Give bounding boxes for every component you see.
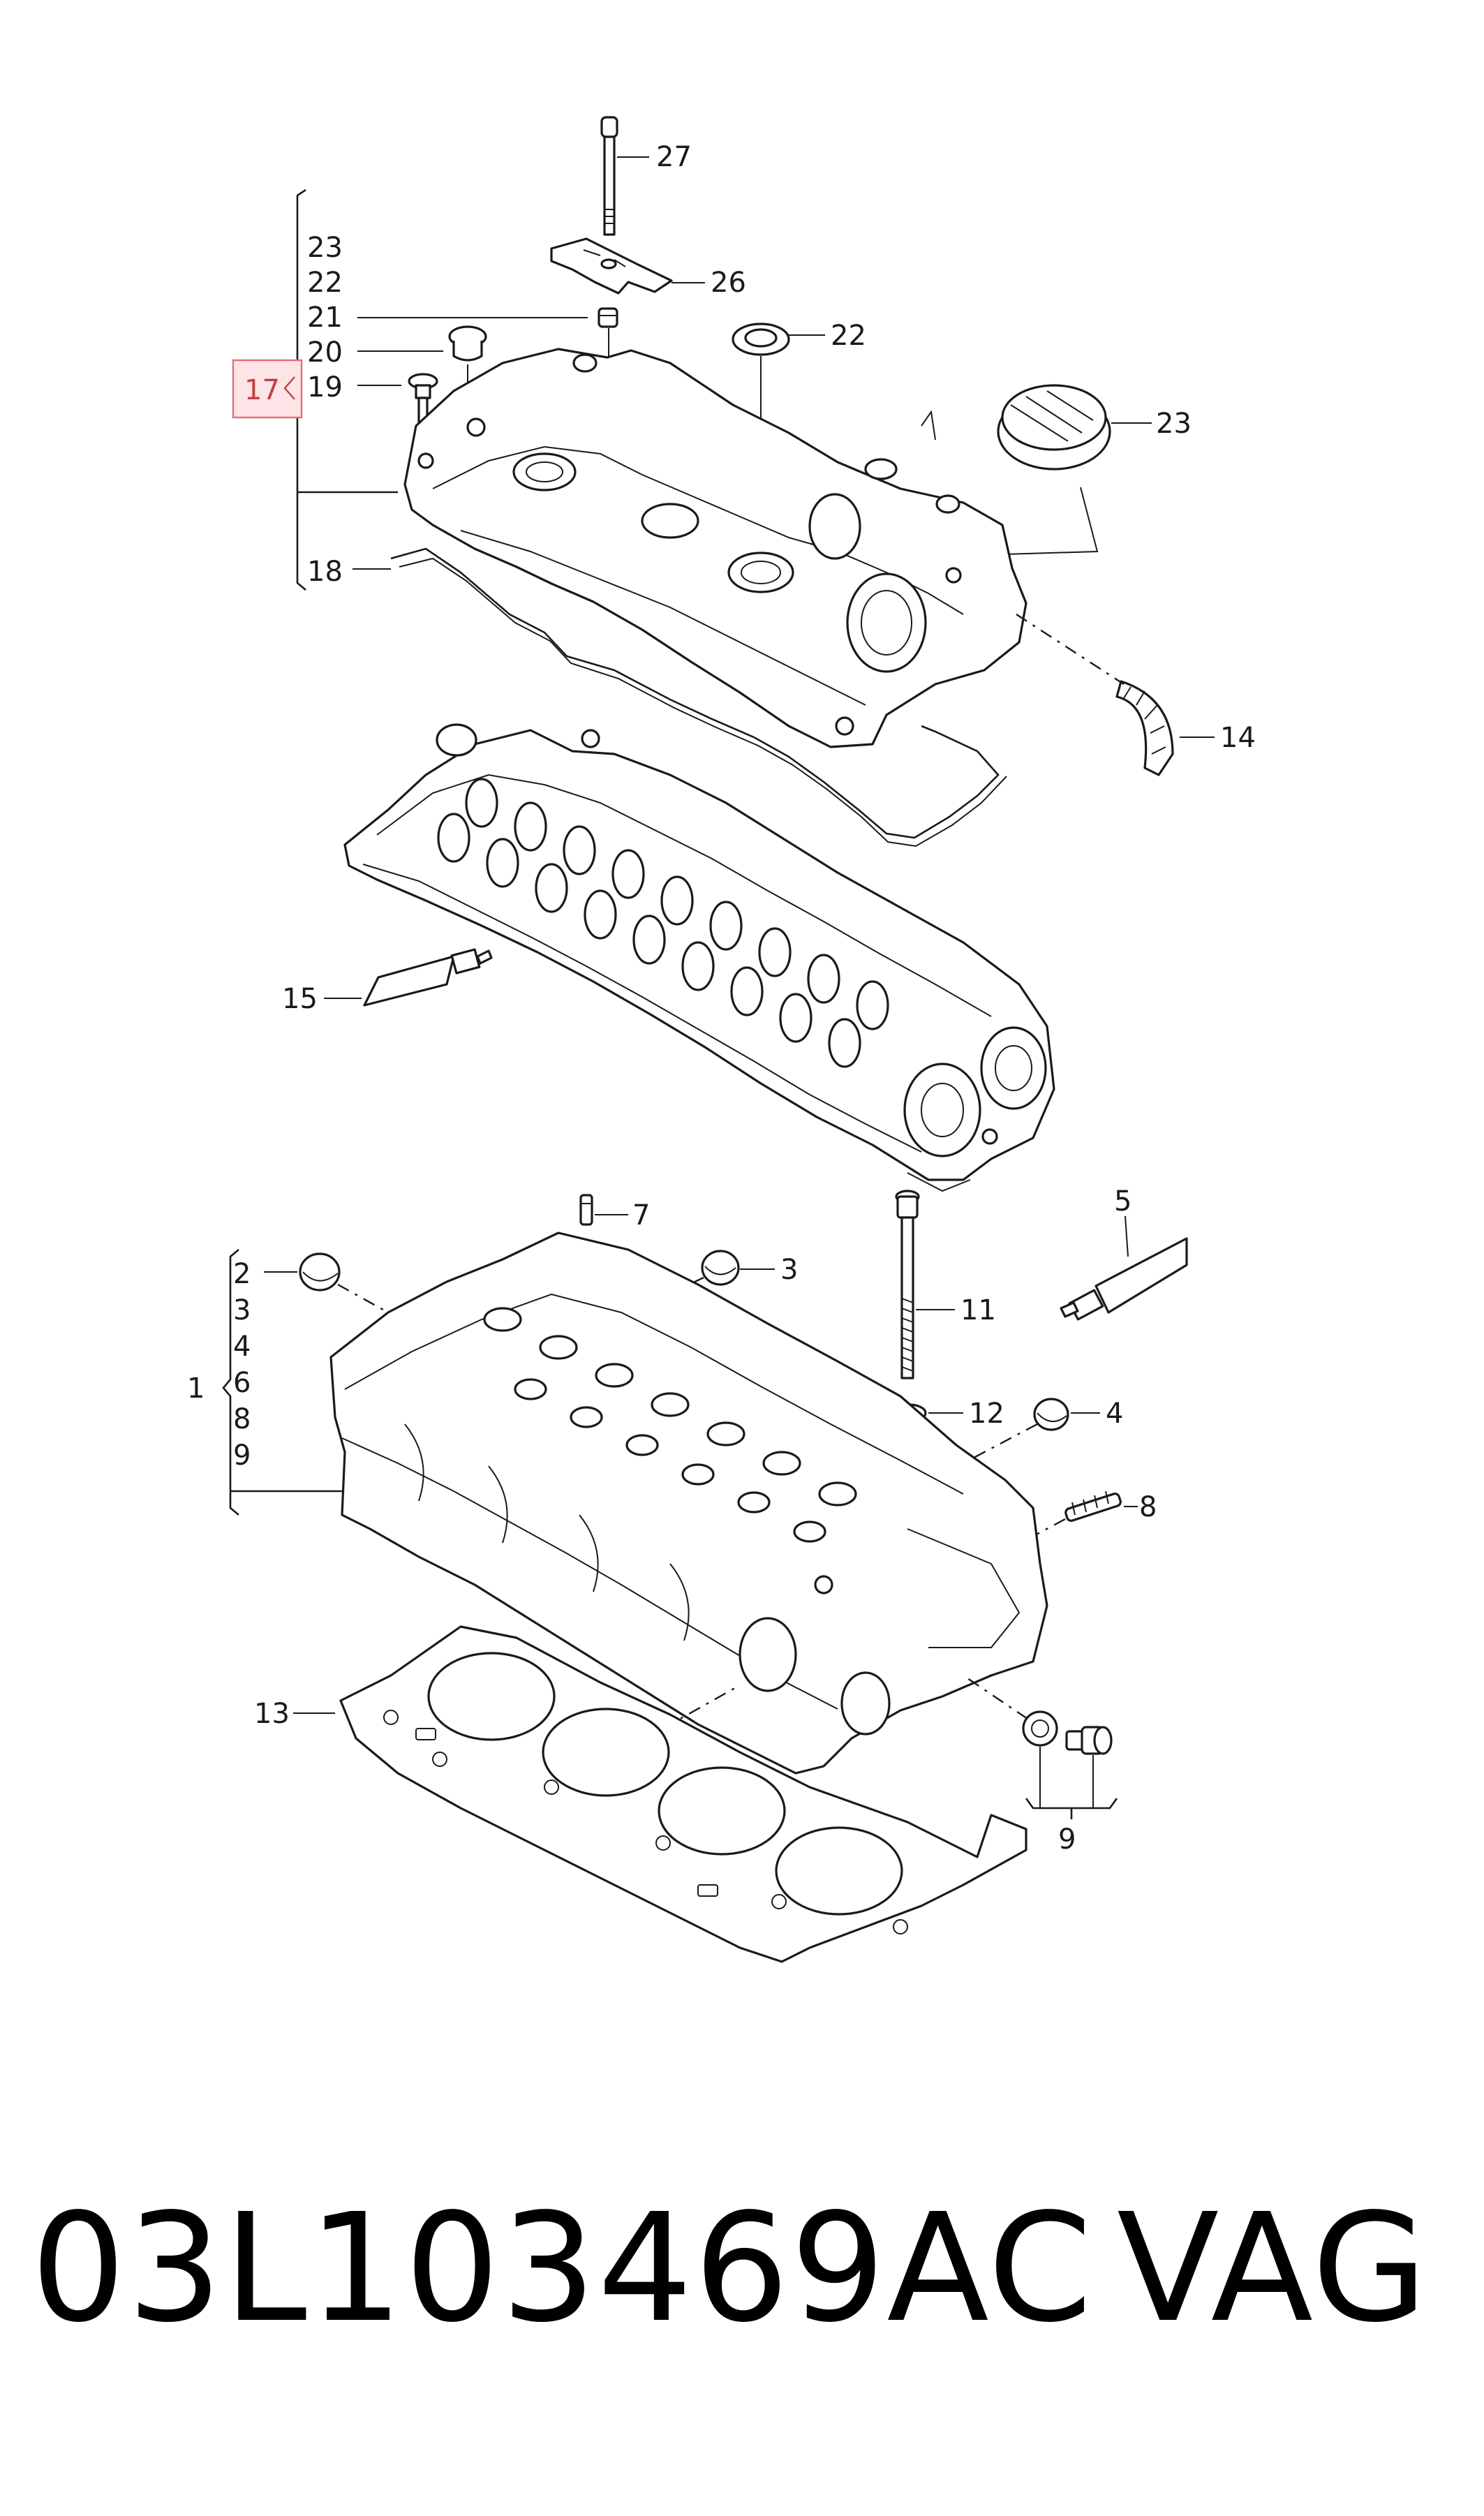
stud-8 [1064, 1490, 1122, 1522]
callout-8: 8 [1139, 1491, 1157, 1523]
callout-14: 14 [1220, 722, 1256, 754]
cup-plug-4 [1033, 1398, 1069, 1431]
cylinder-head [329, 1231, 1048, 1775]
callout-18: 18 [307, 556, 343, 588]
camshaft-housing [343, 723, 1055, 1192]
callout-23: 23 [1156, 408, 1192, 440]
callout-12: 12 [969, 1398, 1004, 1430]
group1-item-2: 2 [233, 1258, 251, 1290]
callout-15: 15 [282, 983, 318, 1015]
callout-5: 5 [1114, 1185, 1131, 1218]
bolt-27 [600, 116, 618, 236]
highlight-box-17 [232, 359, 303, 419]
group1-item-3: 3 [233, 1294, 251, 1326]
group1-item-4: 4 [233, 1331, 251, 1363]
sealant-tube-15 [363, 948, 493, 1007]
hose-14 [1115, 680, 1174, 776]
group-1-bracket [222, 1249, 349, 1516]
group1-item-8: 8 [233, 1403, 251, 1435]
part-number: 03L103469AC [31, 2182, 1094, 2355]
callout-26: 26 [711, 267, 746, 299]
brand-name: VAG [1117, 2182, 1430, 2355]
camshaft-1 [465, 778, 889, 1030]
callout-27: 27 [656, 141, 692, 173]
oil-cap-23 [997, 384, 1111, 471]
group1-item-9: 9 [233, 1440, 251, 1472]
cap-21 [598, 307, 618, 328]
seal-ring-9 [1022, 1710, 1058, 1747]
callout-13: 13 [254, 1698, 290, 1730]
cup-plug-2 [299, 1252, 341, 1292]
callout-4: 4 [1106, 1398, 1123, 1430]
group-17-bracket: 17 [232, 188, 398, 591]
plug-20 [448, 325, 487, 362]
head-bolt-11 [895, 1190, 920, 1379]
group17-item-22: 22 [307, 267, 343, 299]
callout-11: 11 [960, 1294, 996, 1326]
head-gasket-13 [339, 1625, 1027, 1963]
callout-22: 22 [831, 320, 866, 352]
callout-7: 7 [632, 1199, 650, 1231]
group17-item-20: 20 [307, 336, 343, 369]
camshaft-2 [437, 813, 861, 1068]
callout-9: 9 [1058, 1823, 1076, 1856]
screw-plug-9 [1065, 1726, 1113, 1755]
gasket-18 [390, 547, 1000, 839]
callout-17: 17 [244, 374, 280, 406]
bracket-26 [550, 237, 673, 295]
group17-item-19: 19 [307, 371, 343, 404]
footer: 03L103469AC VAG [0, 2185, 1484, 2353]
cup-plug-3 [701, 1250, 740, 1286]
dowel-7 [579, 1194, 593, 1226]
valve-cover [403, 348, 1027, 748]
callout-3: 3 [780, 1254, 798, 1286]
seal-22 [732, 323, 790, 356]
group1-item-6: 6 [233, 1367, 251, 1399]
group17-item-21: 21 [307, 302, 343, 334]
sealant-tube-5 [1060, 1237, 1188, 1321]
group17-item-23: 23 [307, 232, 343, 264]
callout-1: 1 [187, 1372, 205, 1405]
screw-19 [408, 373, 438, 427]
